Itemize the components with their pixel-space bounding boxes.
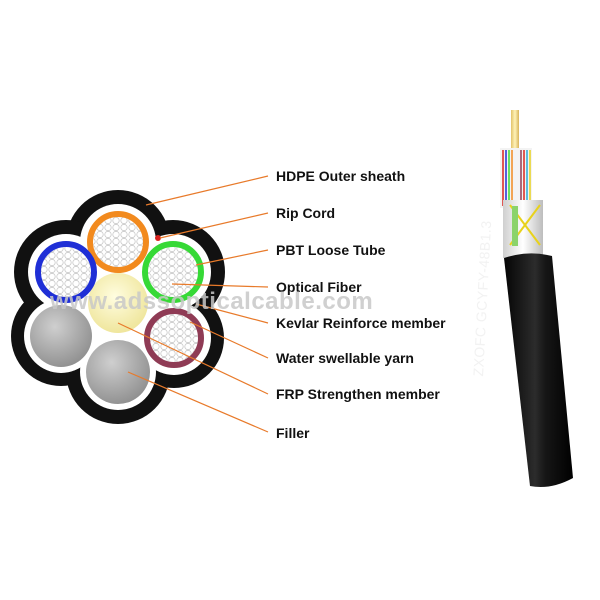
filler-bottom: [86, 340, 150, 404]
cable-cross-section: [11, 190, 225, 424]
loose-tube-maroon: [144, 308, 204, 368]
label-frp-strengthen-member: FRP Strengthen member: [276, 386, 440, 402]
callout-line-filler: [127, 371, 269, 433]
callout-line-loose-tube: [195, 249, 269, 266]
cable-side-view: [500, 110, 573, 487]
label-kevlar-reinforce-member: Kevlar Reinforce member: [276, 315, 446, 331]
callout-lines: [117, 175, 269, 433]
callout-line-frp: [117, 322, 269, 395]
callout-line-rip-cord: [159, 212, 269, 239]
watermark: www.adssopticalcable.com: [50, 288, 374, 315]
exposed-fibers: [500, 148, 532, 208]
callout-line-sheath: [145, 175, 269, 206]
rip-cord: [155, 235, 161, 241]
callout-line-water-yarn: [189, 321, 269, 359]
label-pbt-loose-tube: PBT Loose Tube: [276, 242, 386, 258]
label-optical-fiber: Optical Fiber: [276, 279, 362, 295]
callout-line-kevlar: [195, 303, 269, 324]
frp-strengthen-member: [88, 273, 148, 333]
loose-tube-orange: [87, 211, 149, 273]
label-water-swellable-yarn: Water swellable yarn: [276, 350, 414, 366]
filler-left: [30, 305, 92, 367]
callout-line-optical-fiber: [171, 283, 269, 288]
cable-center-rod: [511, 110, 519, 180]
label-filler: Filler: [276, 425, 310, 441]
side-jacket: [504, 253, 573, 487]
label-hdpe-outer-sheath: HDPE Outer sheath: [276, 168, 406, 184]
loose-tube-blue: [35, 241, 97, 303]
label-rip-cord: Rip Cord: [276, 205, 336, 221]
